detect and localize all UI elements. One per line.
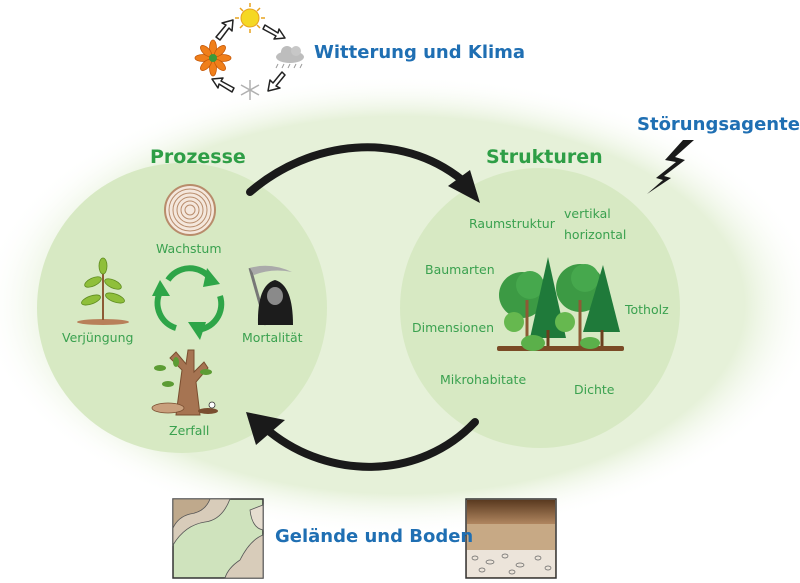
structure-label-microhabitats: Mikrohabitate bbox=[440, 372, 527, 387]
flower-icon bbox=[194, 39, 232, 77]
soil-profile-icon bbox=[465, 498, 557, 579]
process-label-mortality: Mortalität bbox=[242, 330, 303, 345]
forest-icon bbox=[497, 257, 624, 351]
topographic-map-icon bbox=[172, 498, 264, 579]
processes-circle bbox=[37, 163, 327, 453]
structure-label-dimensions: Dimensionen bbox=[412, 320, 495, 335]
structure-label-spatial: Raumstruktur bbox=[469, 216, 555, 231]
seedling-icon bbox=[77, 257, 129, 325]
structures-title: Strukturen bbox=[486, 146, 603, 168]
terrain-label: Gelände und Boden bbox=[275, 526, 474, 547]
process-label-decay: Zerfall bbox=[169, 423, 210, 438]
process-label-growth: Wachstum bbox=[156, 241, 222, 256]
weather-cycle bbox=[194, 3, 304, 100]
cycle-arrow-icon bbox=[211, 77, 235, 93]
grim-reaper-icon bbox=[248, 265, 293, 326]
structure-label-species: Baumarten bbox=[425, 262, 495, 277]
structure-label-density: Dichte bbox=[574, 382, 615, 397]
lightning-icon bbox=[647, 140, 694, 194]
structure-label-deadwood: Totholz bbox=[625, 302, 669, 317]
sun-icon bbox=[235, 3, 265, 33]
arrow-structures-to-processes bbox=[246, 412, 479, 471]
structure-label-vertical: vertikal bbox=[564, 206, 611, 221]
arrow-processes-to-structures bbox=[246, 143, 480, 203]
cycle-arrow-icon bbox=[267, 71, 286, 92]
processes-title: Prozesse bbox=[150, 146, 246, 168]
cycle-arrow-icon bbox=[215, 19, 234, 41]
rain-cloud-icon bbox=[275, 46, 304, 69]
decaying-tree-icon bbox=[151, 349, 218, 416]
snowflake-icon bbox=[240, 80, 260, 100]
disturbance-label: Störungsagenten bbox=[637, 114, 800, 135]
weather-label: Witterung und Klima bbox=[314, 42, 526, 63]
process-label-regeneration: Verjüngung bbox=[62, 330, 134, 345]
tree-rings-icon bbox=[164, 184, 216, 236]
cycle-arrow-icon bbox=[262, 24, 286, 40]
structure-label-horizontal: horizontal bbox=[564, 227, 627, 242]
